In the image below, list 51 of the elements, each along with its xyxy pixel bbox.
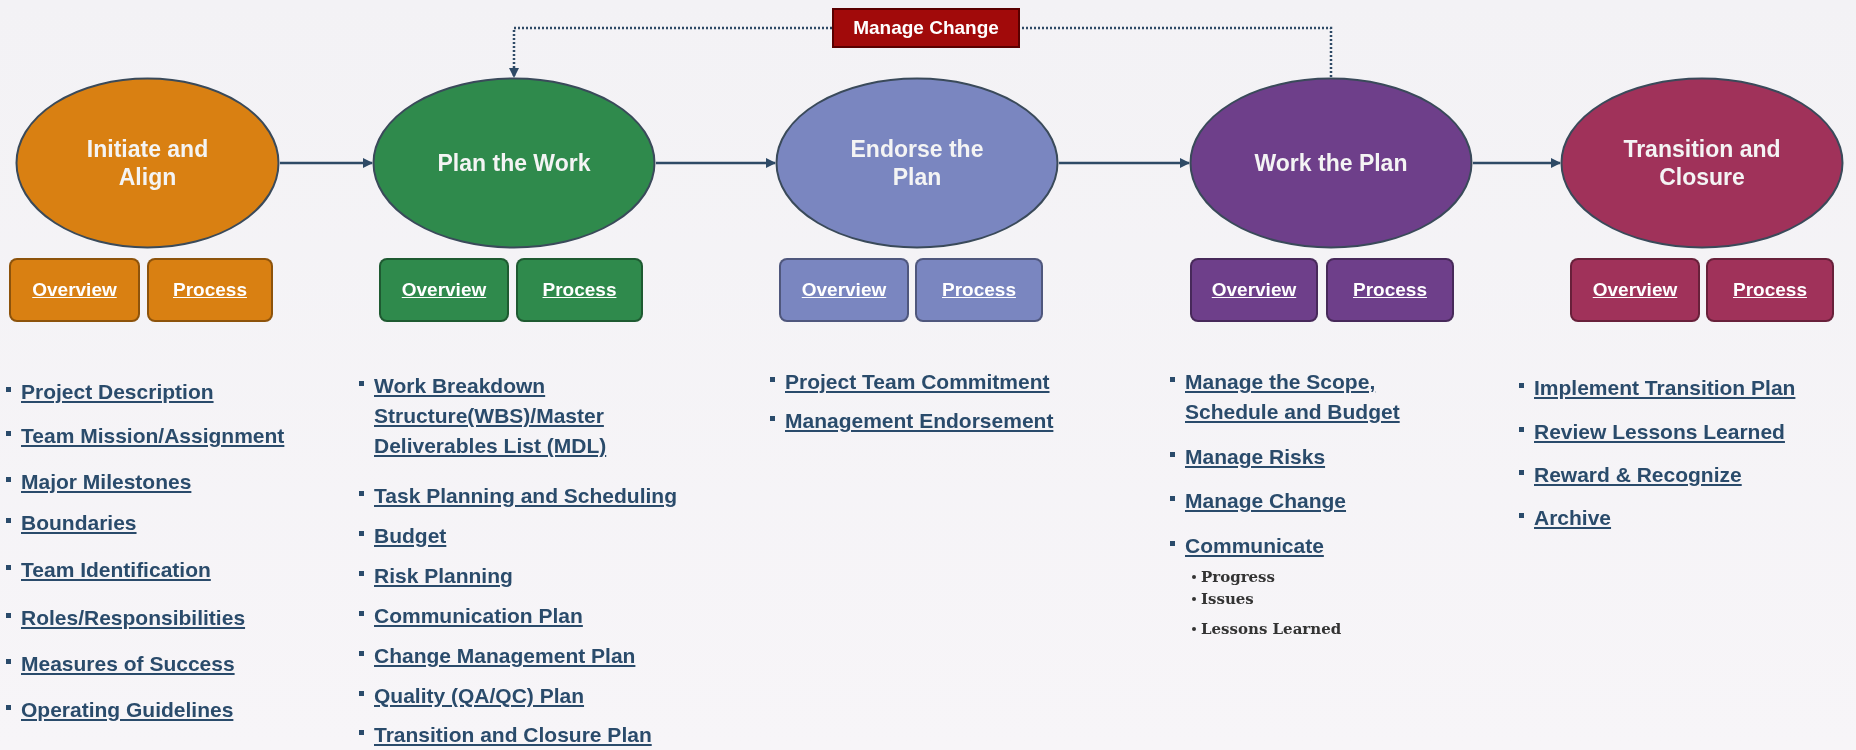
link-text: Manage Change (1185, 488, 1347, 514)
dotted-connector (1020, 26, 1333, 77)
link-text: Implement Transition Plan (1534, 375, 1796, 401)
stage-title: Transition and Closure (1622, 135, 1782, 191)
arrow (1473, 158, 1561, 168)
link-button: Process (1326, 258, 1454, 322)
link-button: Overview (1570, 258, 1700, 322)
link-text: Transition and Closure Plan (374, 722, 652, 748)
link-button: Process (1706, 258, 1834, 322)
link-text: Reward & Recognize (1534, 462, 1742, 488)
link-text: Management Endorsement (785, 408, 1054, 434)
link-button: Overview (379, 258, 509, 322)
link-text: Communicate (1185, 533, 1324, 559)
link-button: Process (915, 258, 1043, 322)
link-text: Review Lessons Learned (1534, 419, 1785, 445)
list-item: Progress (1201, 567, 1275, 588)
link-text: Measures of Success (21, 651, 235, 677)
link-text: Team Mission/Assignment (21, 423, 285, 449)
link-text: Quality (QA/QC) Plan (374, 683, 585, 709)
link-text: Task Planning and Scheduling (374, 483, 677, 509)
link-button: Overview (1190, 258, 1318, 322)
link-text: Budget (374, 523, 447, 549)
stage-title: Initiate and Align (85, 135, 210, 191)
arrow (280, 158, 373, 168)
stage-title: Work the Plan (1253, 149, 1409, 177)
link-text: Project Description (21, 379, 214, 405)
stage-title: Endorse the Plan (849, 135, 985, 191)
link-button: Overview (9, 258, 140, 322)
link-button: Overview (779, 258, 909, 322)
link-text: Project Team Commitment (785, 369, 1050, 395)
link-text: Major Milestones (21, 469, 192, 495)
link-text: Boundaries (21, 510, 137, 536)
list-item: Issues (1201, 589, 1254, 610)
arrow (656, 158, 776, 168)
link-text: Manage Risks (1185, 444, 1326, 470)
link-button: Process (147, 258, 273, 322)
link-text: Change Management Plan (374, 643, 636, 669)
link-text: Risk Planning (374, 563, 513, 589)
link-text: Manage the Scope, Schedule and Budget (1185, 369, 1401, 425)
link-text: Work Breakdown Structure(WBS)/Master Deliverables List (MDL) (374, 373, 608, 459)
dotted-connector (509, 26, 832, 78)
link-button: Process (516, 258, 643, 322)
arrow (1059, 158, 1190, 168)
list-item: Lessons Learned (1201, 619, 1342, 640)
link-text: Archive (1534, 505, 1612, 531)
link-text: Operating Guidelines (21, 697, 234, 723)
link-text: Communication Plan (374, 603, 583, 629)
process-box: Manage Change (832, 8, 1020, 48)
link-text: Team Identification (21, 557, 211, 583)
link-text: Roles/Responsibilities (21, 605, 246, 631)
stage-title: Plan the Work (436, 149, 592, 177)
